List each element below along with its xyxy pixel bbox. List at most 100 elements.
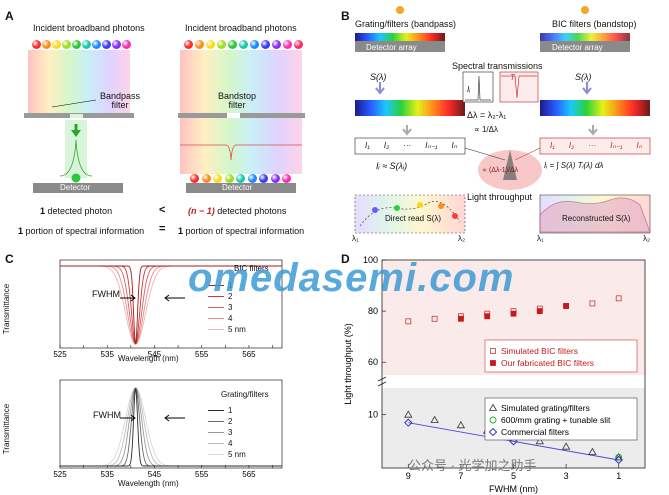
photon-ball [247, 174, 257, 183]
photon-ball [195, 40, 204, 49]
watermark-text: omedasemi.com [188, 256, 515, 300]
photon-ball [217, 40, 226, 49]
legend-label: Our fabricated BIC filters [501, 358, 594, 368]
line2-left-num: 1 [18, 226, 24, 236]
data-point [488, 427, 498, 437]
legend-label: Simulated BIC filters [501, 346, 578, 356]
x-tick-label: 565 [242, 470, 256, 479]
x-tick-label: 535 [101, 350, 115, 359]
photon-ball [112, 40, 121, 49]
bic-legend-title: BIC filters [234, 264, 269, 273]
photon-ball [190, 174, 199, 183]
photon-ball [102, 40, 111, 49]
panel-a-letter: A [5, 9, 14, 23]
legend-swatch [208, 296, 224, 297]
y-tick-label: 60 [368, 357, 378, 367]
line2-left-text: portion of spectral information [23, 226, 145, 236]
delta-lambda-label: Δλ = λ₂-λ₁ [467, 110, 507, 120]
y-tick-label: 100 [363, 255, 378, 265]
photon-ball [122, 40, 131, 49]
legend-swatch [208, 285, 224, 286]
panel-a-line1: 1 detected photon [40, 206, 112, 216]
panel-a-diagram [24, 50, 305, 193]
c-bottom-ylabel: Transmittance [2, 403, 12, 455]
data-point [536, 308, 543, 315]
panel-b-diagram [354, 6, 651, 234]
legend-label: Commercial filters [501, 427, 569, 437]
x-tick-label: 1 [616, 471, 621, 481]
data-point [561, 442, 571, 450]
x-tick-label: 7 [458, 471, 463, 481]
line1-compare: < [159, 204, 166, 216]
legend-item: 4 [208, 313, 268, 324]
line2-right-text: portion of spectral information [183, 226, 305, 236]
data-point [430, 415, 439, 423]
right-equation: Iᵢ = ∫ S(λ) Tᵢ(λ) dλ [544, 161, 604, 170]
commercial-fit-line [408, 422, 619, 461]
photon-ball [228, 40, 237, 49]
x-axis-label: FWHM (nm) [489, 484, 538, 494]
x-tick-label: 555 [195, 350, 209, 359]
photon-ball [72, 40, 81, 49]
line1-right-num: (n − 1) [188, 206, 215, 216]
data-point [456, 421, 466, 429]
legend-label: 3 [228, 303, 233, 312]
intensity-cell: I₁ [550, 141, 555, 150]
spectrum-curve [60, 265, 282, 344]
photon-ball [82, 40, 91, 49]
x-tick-label: 3 [564, 471, 569, 481]
c-top-ylabel: Transmittance [2, 283, 12, 335]
photon-ball [259, 174, 268, 183]
ratio-label: ∝ (Δλ-1)/Δλ [482, 167, 519, 174]
photon-ball [92, 40, 101, 49]
data-point [614, 455, 623, 465]
legend-swatch [208, 307, 224, 308]
photon-ball [52, 40, 61, 49]
legend-item: 1 [208, 280, 268, 291]
y-axis-label: Light throughput (%) [343, 323, 353, 405]
intensity-cell: Iₙ [636, 141, 642, 150]
legend-item: 5 nm [208, 324, 268, 335]
x-tick-label: 5 [511, 471, 516, 481]
legend-swatch [208, 318, 224, 319]
panel-b-letter: B [341, 9, 350, 23]
legend-label: 4 [228, 314, 233, 323]
line1-right-text: detected photons [214, 206, 287, 216]
legend-item: 2 [208, 416, 268, 427]
line2-right-num: 1 [178, 226, 184, 236]
reconstructed-label: Reconstructed S(λ) [562, 214, 631, 223]
photon-ball [236, 174, 245, 183]
bic-legend-box [484, 339, 638, 373]
data-point [510, 310, 517, 317]
s-lambda-left: S(λ) [370, 72, 387, 82]
data-point [404, 410, 413, 418]
light-throughput-label: Light throughput [467, 192, 533, 202]
photon-ball [201, 174, 211, 183]
panel-d-letter: D [341, 252, 350, 266]
fwhm-arrow-left [120, 414, 136, 422]
panel-a-right-title: Incident broadband photons [185, 23, 297, 33]
legend-item: 4 [208, 438, 268, 449]
data-point [484, 313, 491, 320]
intensity-cell: I₂ [383, 141, 390, 150]
panel-a-line1-right: (n − 1) detected photons [188, 206, 286, 216]
legend-swatch [208, 329, 224, 330]
data-point [614, 453, 623, 461]
s-lambda-right: S(λ) [575, 72, 592, 82]
photon-ball [270, 174, 280, 183]
line2-equals: = [159, 223, 166, 235]
legend-swatch [208, 421, 224, 422]
lambda2-right: λ₂ [643, 234, 651, 243]
direct-read-label: Direct read S(λ) [385, 214, 442, 223]
data-point [489, 416, 497, 424]
bandpass-filter-label: Bandpass filter [100, 91, 141, 110]
data-point [488, 403, 498, 411]
photon-ball [224, 174, 234, 183]
intensity-cell: I₂ [568, 141, 575, 150]
fwhm-arrow-right [164, 294, 185, 302]
